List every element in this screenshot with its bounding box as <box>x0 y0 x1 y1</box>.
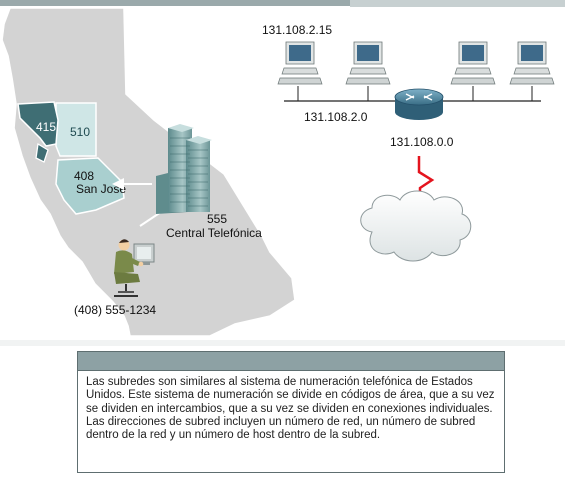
arrow-to-408 <box>112 178 152 190</box>
person-at-phone-icon <box>114 239 155 297</box>
computer-icon <box>450 41 496 85</box>
phone-number: (408) 555-1234 <box>74 303 156 317</box>
router-icon <box>394 88 444 120</box>
caption-header-bar <box>78 352 504 371</box>
area-code-510: 510 <box>70 125 90 139</box>
top-right-strip <box>350 0 565 7</box>
caption-panel: Las subredes son similares al sistema de… <box>77 351 505 473</box>
central-office-label: Central Telefónica <box>166 226 262 240</box>
computer-icon <box>509 41 555 85</box>
subnet-address-label: 131.108.2.0 <box>304 110 368 124</box>
computer-icon <box>277 41 323 85</box>
area-region-415 <box>17 101 59 147</box>
top-strip <box>0 0 565 6</box>
office-building-icon <box>156 124 212 214</box>
california-map <box>1 7 296 337</box>
host-address-label: 131.108.2.15 <box>262 23 332 37</box>
network-address-label: 131.108.0.0 <box>390 135 454 149</box>
area-region-408 <box>55 157 125 215</box>
area-code-415: 415 <box>36 120 56 134</box>
computer-icon <box>345 41 391 85</box>
cloud-icon <box>360 190 472 262</box>
exchange-number: 555 <box>207 212 227 226</box>
caption-text: Las subredes son similares al sistema de… <box>86 376 495 442</box>
area-city-label: San Jose <box>76 182 126 196</box>
area-code-408: 408 <box>74 169 94 183</box>
